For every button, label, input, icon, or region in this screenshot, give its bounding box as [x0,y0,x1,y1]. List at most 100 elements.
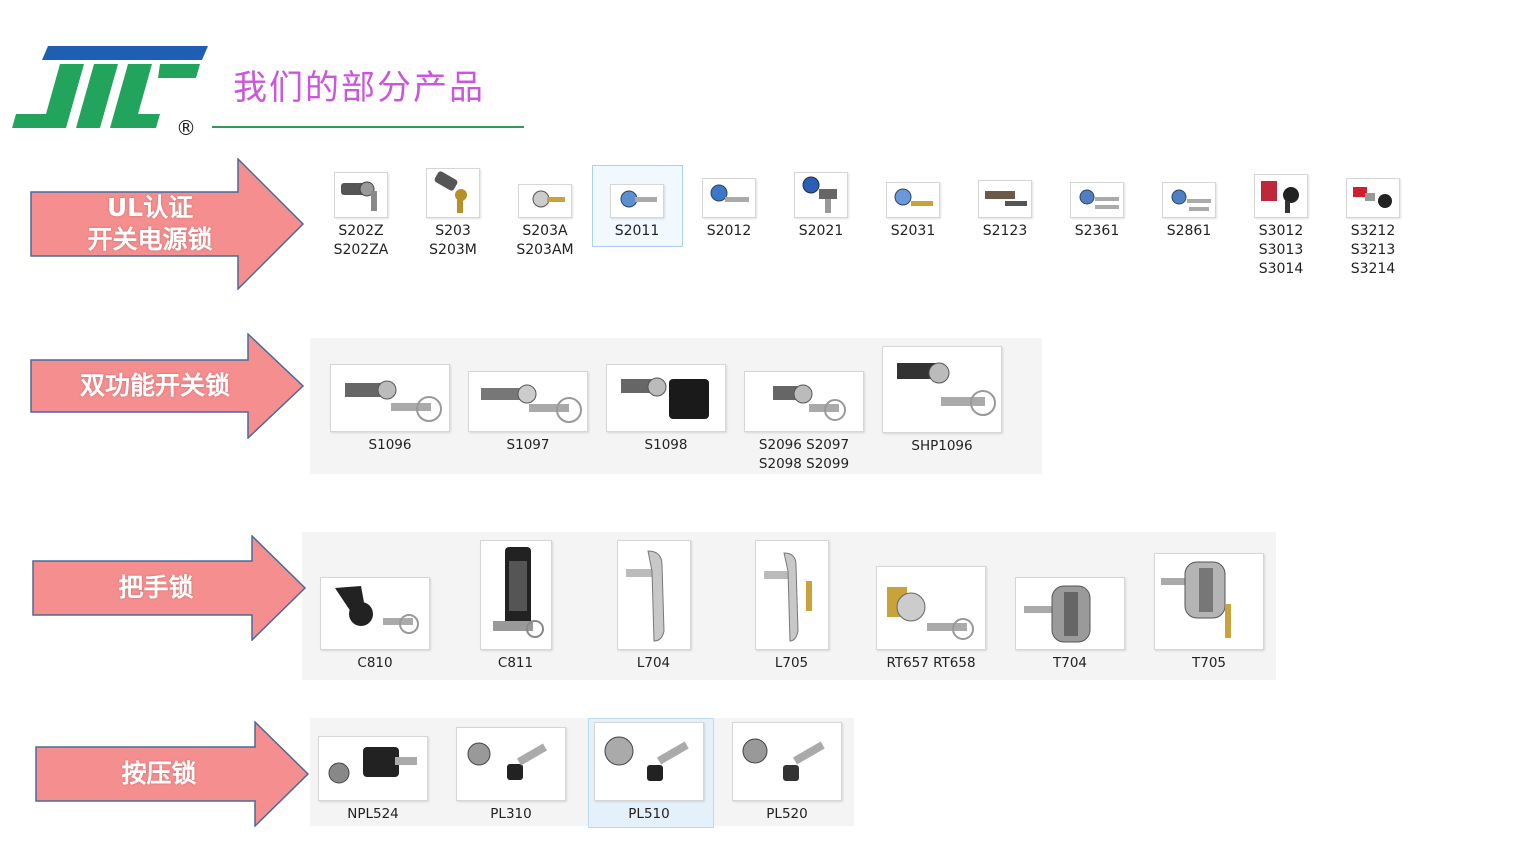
product-caption: PL520 [766,806,808,822]
section-label-handle: 把手锁 [32,561,280,615]
push-lock-icon [732,722,842,801]
product-caption: NPL524 [347,806,399,822]
product-item[interactable]: T704 [1015,577,1125,673]
product-caption: L705 [774,655,809,671]
product-item[interactable]: RT657 RT658 [876,566,986,673]
lock-key-icon [518,184,572,218]
product-caption: S1097 [506,437,550,453]
product-item[interactable]: S2021 [781,172,861,241]
section-label-line: 开关电源锁 [87,225,213,254]
switch-lock-icon [468,371,588,432]
section-arrow-handle: 把手锁 [32,535,307,641]
handle-lock-icon [320,577,430,650]
switch-lock-icon [744,371,864,432]
product-caption: T704 [1052,655,1087,671]
item-selection-highlight [592,165,683,247]
product-caption: S2021 [798,223,844,239]
lock-key-icon [978,180,1032,218]
lock-key-icon [1070,182,1124,218]
product-caption: L704 [636,655,671,671]
product-item[interactable]: S2012 [689,178,769,241]
product-item[interactable]: S2861 [1149,182,1229,241]
lock-key-icon [794,172,848,218]
section-label-ul: UL认证 开关电源锁 [30,192,270,256]
lock-key-icon [1162,182,1216,218]
section-arrow-ul: UL认证 开关电源锁 [30,158,305,290]
switch-lock-icon [606,364,726,432]
section-arrow-push: 按压锁 [35,721,310,827]
product-caption: T705 [1191,655,1226,671]
product-caption: C811 [497,655,534,671]
product-item[interactable]: S2031 [873,182,953,241]
product-item[interactable]: S1096 [330,364,450,455]
section-label-push: 按压锁 [35,747,283,801]
page-title: 我们的部分产品 [233,68,485,108]
section-label-dual: 双功能开关锁 [30,360,280,412]
product-caption: S1098 [644,437,688,453]
product-item[interactable]: C811 [478,540,553,673]
product-item[interactable]: SHP1096 [882,346,1002,456]
section-label-line: 把手锁 [118,573,194,602]
product-item[interactable]: C810 [320,577,430,673]
section-arrow-dual: 双功能开关锁 [30,333,305,439]
product-caption: S2361 [1074,223,1120,239]
section-label-line: 按压锁 [121,759,197,788]
switch-lock-icon [330,364,450,432]
product-item[interactable]: PL510 [594,722,704,824]
product-item[interactable]: S2123 [965,180,1045,241]
lock-key-icon [1254,174,1308,218]
product-item[interactable]: NPL524 [318,736,428,824]
handle-lock-icon [616,540,691,650]
product-caption: S2012 [706,223,752,239]
lock-key-icon [1346,178,1400,218]
product-caption: S2031 [890,223,936,239]
push-lock-icon [318,736,428,801]
cam-lock-icon [876,566,986,650]
lock-key-icon [334,172,388,218]
product-caption: S2861 [1166,223,1212,239]
handle-lock-icon [479,540,552,650]
product-caption: S1096 [368,437,412,453]
t-handle-icon [1015,577,1125,650]
lock-key-icon [426,168,480,218]
product-caption: RT657 RT658 [886,655,976,671]
registered-mark: ® [176,116,196,140]
push-lock-icon [456,727,566,801]
product-item[interactable]: S1098 [606,364,726,455]
product-caption: S2123 [982,223,1028,239]
product-caption: PL510 [628,806,670,822]
product-item[interactable]: S1097 [468,371,588,455]
product-item[interactable]: T705 [1154,553,1264,673]
product-item[interactable]: PL310 [456,727,566,824]
section-label-line: UL认证 [106,193,194,222]
product-caption: SHP1096 [911,438,973,454]
product-item[interactable]: S2011 [597,184,677,241]
switch-lock-icon [882,346,1002,433]
push-lock-icon [594,722,704,801]
t-handle-icon [1154,553,1264,650]
title-underline [212,126,524,128]
lock-key-icon [702,178,756,218]
product-item[interactable]: L705 [754,540,829,673]
product-item[interactable]: S2361 [1057,182,1137,241]
product-caption: S2011 [614,223,660,239]
lock-key-icon [610,184,664,218]
product-item[interactable]: L704 [616,540,691,673]
handle-lock-icon [754,540,829,650]
product-caption: PL310 [490,806,532,822]
lock-key-icon [886,182,940,218]
product-item[interactable]: PL520 [732,722,842,824]
company-logo: ® [10,44,210,140]
